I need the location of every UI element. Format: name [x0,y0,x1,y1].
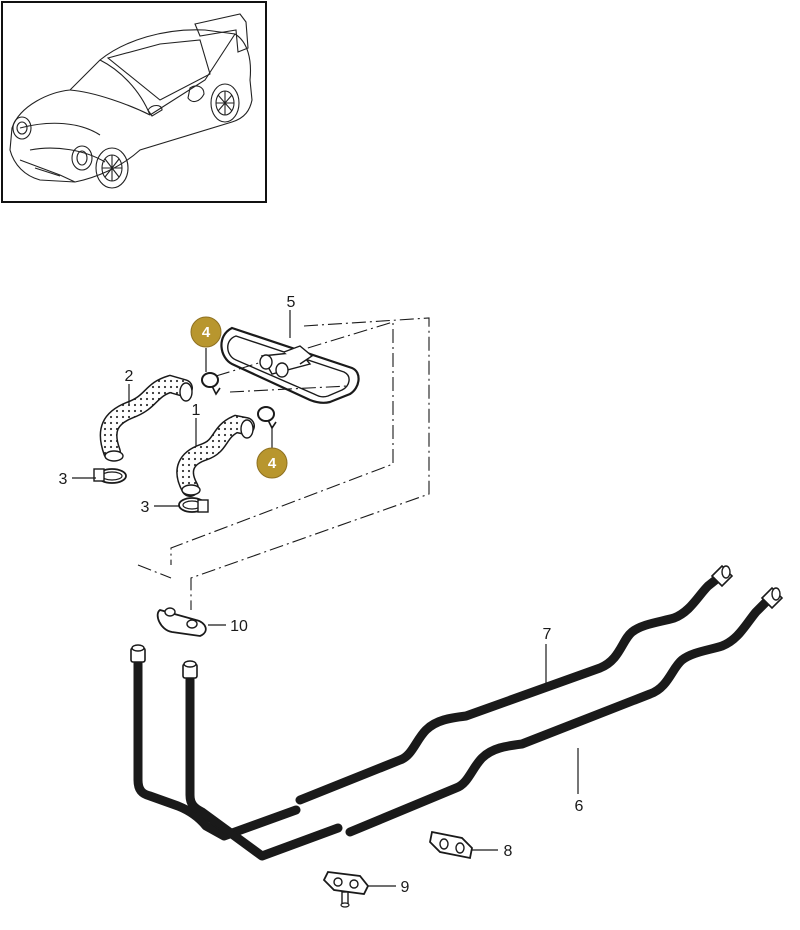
coolant-pipes [130,564,784,861]
callout-2: 2 [125,368,134,385]
part-5-frame [220,326,360,404]
vehicle-thumbnail [1,1,267,203]
callout-3a: 3 [59,471,68,488]
callout-badge-4a: 4 [190,316,222,348]
assembly-outline [137,317,430,610]
car-illustration [9,13,253,189]
callout-5: 5 [287,294,296,311]
callout-6: 6 [575,798,584,815]
pipe-fitting-right-a [710,564,734,588]
callout-10: 10 [230,618,248,635]
pipe-fitting-right-b [760,586,784,610]
callout-badge-4b: 4 [256,447,288,479]
callout-badge-4b-label: 4 [268,455,277,472]
callout-7: 7 [543,626,552,643]
callout-9: 9 [401,879,410,896]
callout-badge-4a-label: 4 [202,324,211,341]
pipe-fitting-left-b [182,660,198,679]
thumbnail-frame [1,1,267,203]
part-8-holder [429,830,473,860]
leader-lines [72,310,579,887]
callout-1: 1 [192,402,201,419]
frame-connector [259,345,314,378]
callout-8: 8 [504,843,513,860]
part-1-hose [176,414,255,497]
part-4-clip-a [201,372,221,396]
part-9-holder [322,871,370,908]
part-3-clamp-a [93,468,127,484]
callout-3b: 3 [141,499,150,516]
part-4-clip-b [257,406,277,430]
part-3-clamp-b [178,497,209,513]
pipe-6 [345,595,773,837]
pipe-fitting-left-a [130,644,146,663]
part-2-hose [99,374,193,462]
callout-numbers: 1 2 3 3 5 6 7 8 9 10 [59,294,584,896]
part-10-bracket [156,607,207,637]
